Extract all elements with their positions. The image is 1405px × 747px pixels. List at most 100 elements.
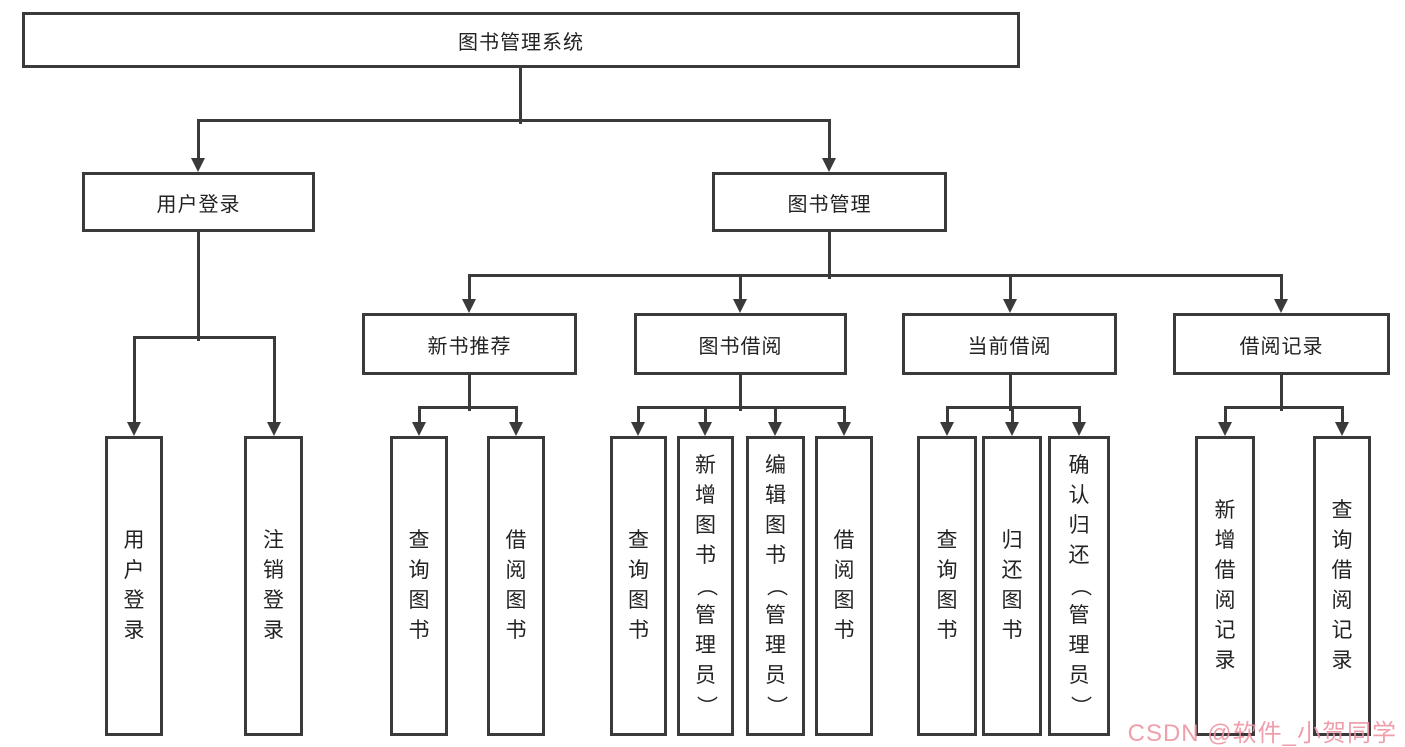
arrow-down-icon (698, 422, 712, 436)
leaf-logout: 注销登录 (244, 436, 303, 736)
v-char: 借 (1214, 559, 1236, 582)
v-char: 询 (936, 559, 958, 582)
connector-line (827, 230, 831, 279)
connector-line (196, 230, 200, 341)
arrow-down-icon (631, 422, 645, 436)
node-current-borrowing: 当前借阅 (902, 313, 1117, 375)
v-char: 查 (1331, 499, 1353, 522)
v-char: 还 (1001, 559, 1023, 582)
watermark: CSDN @软件_小贺同学 (1127, 720, 1397, 747)
arrow-down-icon (837, 422, 851, 436)
connector-line (132, 335, 136, 426)
v-char: 记 (1214, 619, 1236, 642)
v-char: 录 (123, 619, 145, 642)
arrow-down-icon (768, 422, 782, 436)
node-book-management-system-label: 图书管理系统 (458, 31, 584, 54)
leaf-user-login-label: 用户登录 (124, 443, 145, 729)
node-book-borrowing: 图书借阅 (634, 313, 847, 375)
node-borrowing-records: 借阅记录 (1173, 313, 1390, 375)
connector-line (1340, 405, 1344, 426)
v-char: 登 (263, 589, 284, 612)
arrow-down-icon (267, 422, 281, 436)
v-char: 归 (1001, 529, 1023, 552)
leaf-add-borrow-record-label: 新增借阅记录 (1215, 443, 1236, 729)
v-char: 确 (1068, 454, 1090, 477)
connector-line (467, 273, 1283, 277)
v-char: 阅 (1331, 589, 1353, 612)
leaf-query-borrow-record: 查询借阅记录 (1313, 436, 1371, 736)
v-char: （ (1068, 575, 1091, 597)
leaf-query-books-current-label: 查询图书 (937, 443, 958, 729)
connector-line (945, 405, 949, 426)
connector-line (132, 335, 276, 339)
v-char: 书 (408, 619, 430, 642)
arrow-down-icon (191, 158, 205, 172)
connector-line (773, 405, 777, 426)
v-char: 新 (1214, 499, 1236, 522)
v-char: 销 (263, 559, 284, 582)
leaf-add-borrow-record: 新增借阅记录 (1195, 436, 1255, 736)
v-char: 录 (263, 619, 284, 642)
node-user-login: 用户登录 (82, 172, 315, 232)
arrow-down-icon (127, 422, 141, 436)
v-char: 查 (936, 529, 958, 552)
v-char: ） (1068, 695, 1091, 717)
leaf-confirm-return-admin-label: 确认归还（管理员） (1068, 443, 1091, 729)
leaf-borrow-books: 借阅图书 (815, 436, 873, 736)
connector-line (1010, 405, 1014, 426)
arrow-down-icon (940, 422, 954, 436)
leaf-query-books-current: 查询图书 (917, 436, 977, 736)
v-char: 书 (833, 619, 855, 642)
v-char: 询 (408, 559, 430, 582)
arrow-down-icon (1335, 422, 1349, 436)
arrow-down-icon (1003, 299, 1017, 313)
arrow-down-icon (509, 422, 523, 436)
leaf-user-login: 用户登录 (105, 436, 163, 736)
v-char: 图 (695, 514, 716, 537)
arrow-down-icon (822, 158, 836, 172)
connector-line (196, 118, 200, 162)
v-char: 认 (1068, 484, 1090, 507)
v-char: 阅 (505, 559, 527, 582)
leaf-borrow-books-recommend-label: 借阅图书 (506, 443, 527, 729)
connector-line (196, 118, 831, 122)
connector-line (518, 66, 522, 124)
v-char: 归 (1068, 514, 1090, 537)
v-char: 录 (1331, 649, 1353, 672)
v-char: 图 (1001, 589, 1023, 612)
node-book-borrowing-label: 图书借阅 (698, 335, 783, 358)
v-char: 图 (628, 589, 649, 612)
v-char: （ (694, 575, 718, 597)
v-char: 录 (1214, 649, 1236, 672)
connector-line (1008, 373, 1012, 411)
connector-line (738, 373, 742, 411)
v-char: 阅 (833, 559, 855, 582)
node-current-borrowing-label: 当前借阅 (967, 335, 1052, 358)
v-char: 还 (1068, 544, 1090, 567)
leaf-return-book: 归还图书 (982, 436, 1042, 736)
v-char: 书 (505, 619, 527, 642)
connector-line (1279, 373, 1283, 411)
v-char: 管 (1068, 604, 1090, 627)
v-char: 书 (695, 544, 716, 567)
v-char: 编 (765, 454, 786, 477)
v-char: 书 (936, 619, 958, 642)
v-char: ） (764, 695, 788, 717)
v-char: 员 (695, 664, 716, 687)
v-char: 管 (765, 604, 786, 627)
connector-line (1279, 273, 1283, 303)
arrow-down-icon (1274, 299, 1288, 313)
leaf-query-books-recommend-label: 查询图书 (409, 443, 430, 729)
v-char: 图 (505, 589, 527, 612)
v-char: 图 (408, 589, 430, 612)
node-book-mgmt-label: 图书管理 (787, 193, 872, 216)
node-book-management-system: 图书管理系统 (22, 12, 1020, 68)
arrow-down-icon (1072, 422, 1086, 436)
v-char: 图 (833, 589, 855, 612)
v-char: 书 (628, 619, 649, 642)
v-char: 员 (1068, 664, 1090, 687)
connector-line (636, 405, 640, 426)
v-char: 记 (1331, 619, 1353, 642)
v-char: 阅 (1214, 589, 1236, 612)
arrow-down-icon (1005, 422, 1019, 436)
